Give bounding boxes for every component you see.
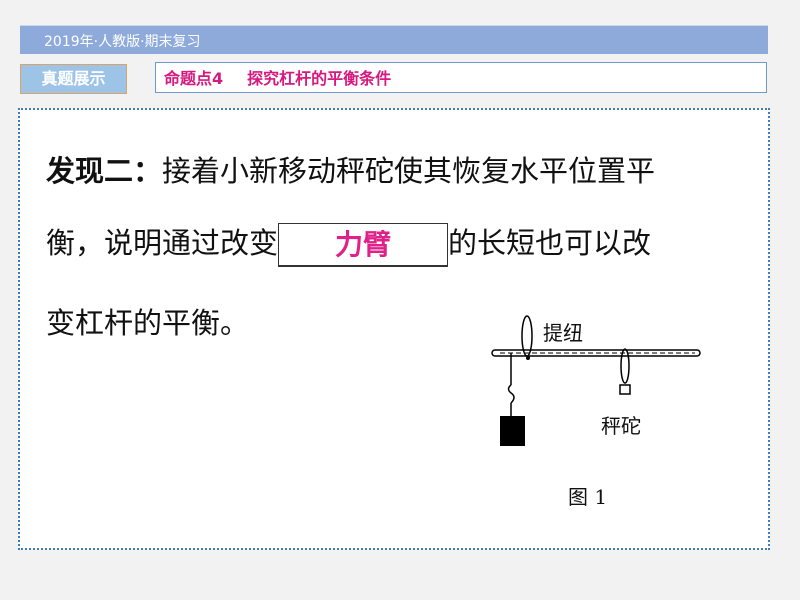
lift-rope-loop	[521, 315, 533, 357]
hook-icon	[507, 384, 515, 404]
topic-box: 命题点4 探究杠杆的平衡条件	[155, 62, 767, 93]
heavy-object	[500, 416, 525, 446]
label-sliding-weight: 秤砣	[601, 414, 641, 438]
answer-blank: 力臂	[278, 223, 449, 267]
figure-caption: 图 1	[568, 485, 608, 509]
section-tag: 真题展示	[20, 64, 127, 94]
label-lift-rope: 提纽	[543, 321, 583, 345]
sliding-weight	[619, 384, 631, 395]
header-title: 2019年·人教版·期末复习	[44, 34, 201, 50]
text-line-2: 衡，说明通过改变力臂的长短也可以改	[46, 220, 651, 267]
header-bar: 2019年·人教版·期末复习	[20, 25, 768, 54]
topic-number: 命题点4	[164, 69, 224, 88]
lead-label: 发现二：	[46, 154, 163, 188]
text-before-blank: 衡，说明通过改变	[46, 226, 279, 260]
text-after-blank: 的长短也可以改	[448, 226, 652, 260]
text-line-1: 发现二：接着小新移动秤砣使其恢复水平位置平	[46, 148, 655, 190]
text-line-3: 变杠杆的平衡。	[46, 306, 250, 340]
text-line-1-body: 接着小新移动秤砣使其恢复水平位置平	[162, 154, 656, 188]
content-panel: 发现二：接着小新移动秤砣使其恢复水平位置平 衡，说明通过改变力臂的长短也可以改 …	[18, 108, 770, 550]
topic-title: 探究杠杆的平衡条件	[247, 69, 392, 88]
weight-loop	[620, 348, 630, 384]
pivot-point	[526, 356, 530, 360]
